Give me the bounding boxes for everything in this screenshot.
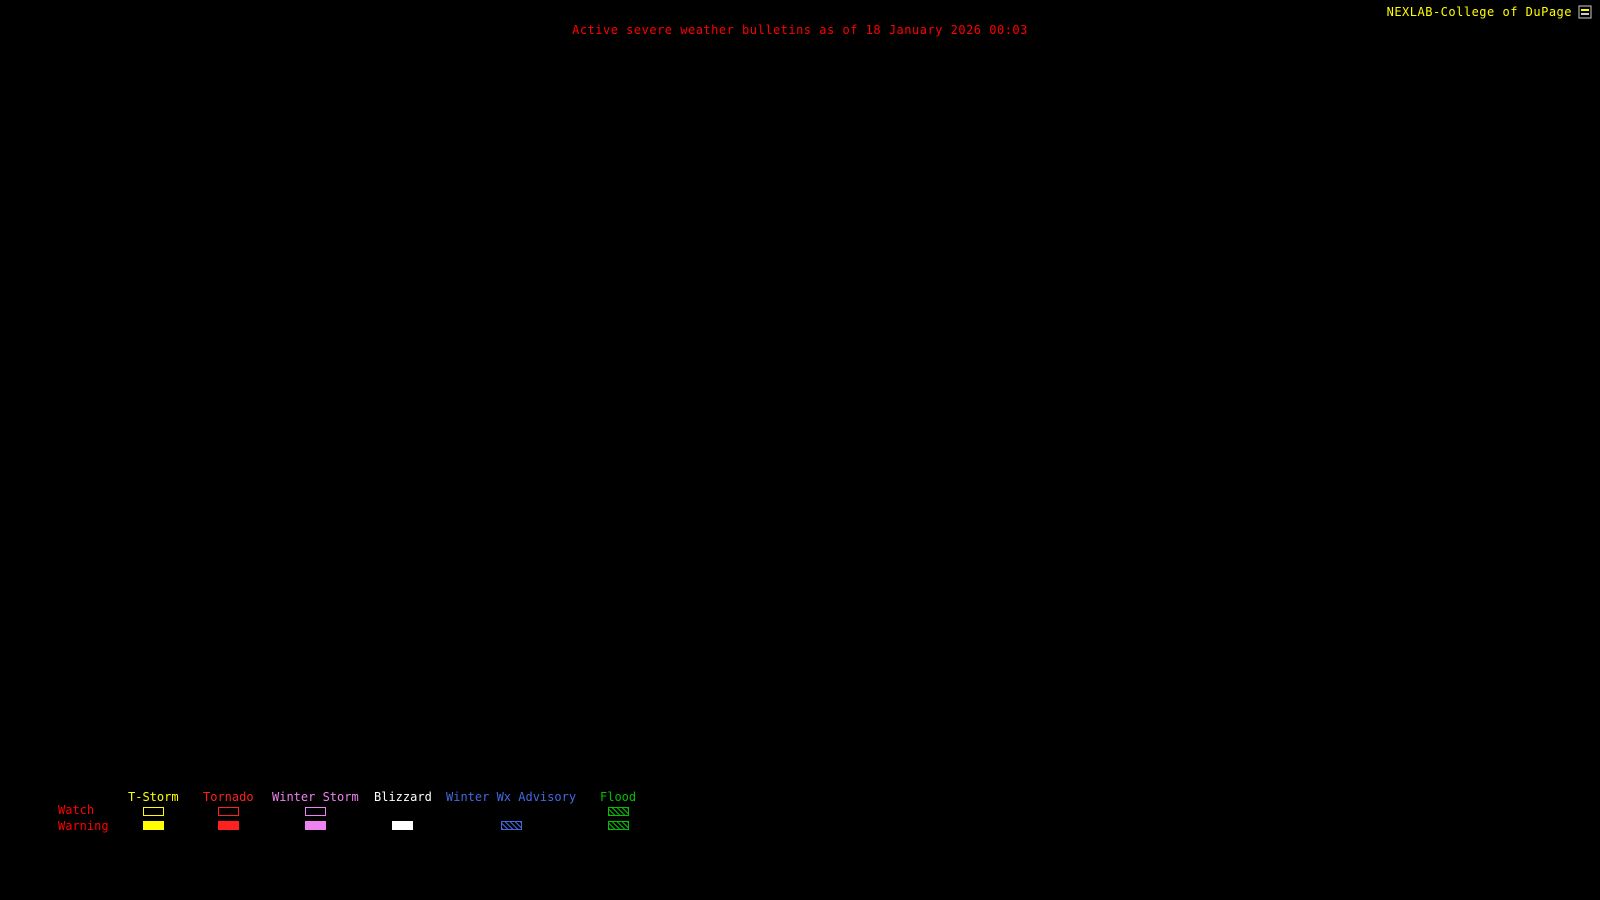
cod-logo-icon	[1578, 4, 1592, 19]
legend-label-winter-storm: Winter Storm	[272, 790, 359, 804]
legend-col-tstorm: T-Storm	[128, 790, 179, 830]
legend-label-blizzard: Blizzard	[374, 790, 432, 804]
tstorm-warning-swatch	[142, 821, 164, 830]
legend-label-tstorm: T-Storm	[128, 790, 179, 804]
tornado-warning-swatch	[217, 821, 239, 830]
legend-col-winter-wx-advisory: Winter Wx Advisory	[446, 790, 576, 830]
tstorm-watch-swatch	[142, 807, 164, 816]
flood-watch-swatch	[607, 807, 629, 816]
legend-row-label-warning: Warning	[58, 819, 109, 833]
legend-col-flood: Flood	[600, 790, 636, 830]
legend-label-tornado: Tornado	[203, 790, 254, 804]
legend-col-winter-storm: Winter Storm	[272, 790, 359, 830]
legend-col-tornado: Tornado	[203, 790, 254, 830]
brand: NEXLAB-College of DuPage	[1386, 5, 1572, 19]
page-title: Active severe weather bulletins as of 18…	[572, 23, 1028, 37]
legend-row-label-watch: Watch	[58, 803, 95, 817]
winter-wx-advisory-warning-swatch	[500, 821, 522, 830]
tornado-watch-swatch	[217, 807, 239, 816]
blizzard-warning-swatch	[392, 821, 414, 830]
legend-col-blizzard: Blizzard	[374, 790, 432, 830]
flood-warning-swatch	[607, 821, 629, 830]
legend-label-winter-wx-advisory: Winter Wx Advisory	[446, 790, 577, 804]
legend-label-flood: Flood	[600, 790, 637, 804]
winter-storm-watch-swatch	[304, 807, 326, 816]
winter-storm-warning-swatch	[304, 821, 326, 830]
